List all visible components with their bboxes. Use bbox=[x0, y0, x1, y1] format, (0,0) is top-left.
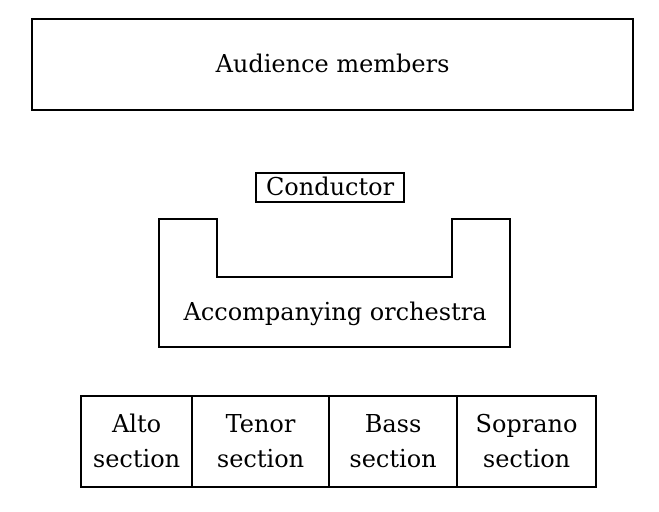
orchestra-label-area: Accompanying orchestra bbox=[158, 277, 512, 347]
orchestra-u-shape bbox=[158, 218, 511, 348]
section-cell-alto: Alto section bbox=[82, 397, 191, 486]
orchestra-label: Accompanying orchestra bbox=[183, 297, 487, 326]
audience-members-label: Audience members bbox=[215, 50, 450, 79]
audience-members-box: Audience members bbox=[31, 18, 634, 111]
tenor-section-label: Tenor section bbox=[216, 409, 305, 473]
conductor-label: Conductor bbox=[265, 173, 395, 202]
section-cell-soprano: Soprano section bbox=[456, 397, 595, 486]
soprano-section-label: Soprano section bbox=[475, 409, 578, 473]
bass-section-label: Bass section bbox=[349, 409, 437, 473]
orchestra-shape: Accompanying orchestra bbox=[158, 218, 512, 349]
orchestra-outline bbox=[158, 218, 511, 348]
section-cell-bass: Bass section bbox=[328, 397, 456, 486]
alto-section-label: Alto section bbox=[92, 409, 181, 473]
conductor-box: Conductor bbox=[255, 172, 405, 203]
section-cell-tenor: Tenor section bbox=[191, 397, 328, 486]
choir-sections-row: Alto section Tenor section Bass section … bbox=[80, 395, 597, 488]
